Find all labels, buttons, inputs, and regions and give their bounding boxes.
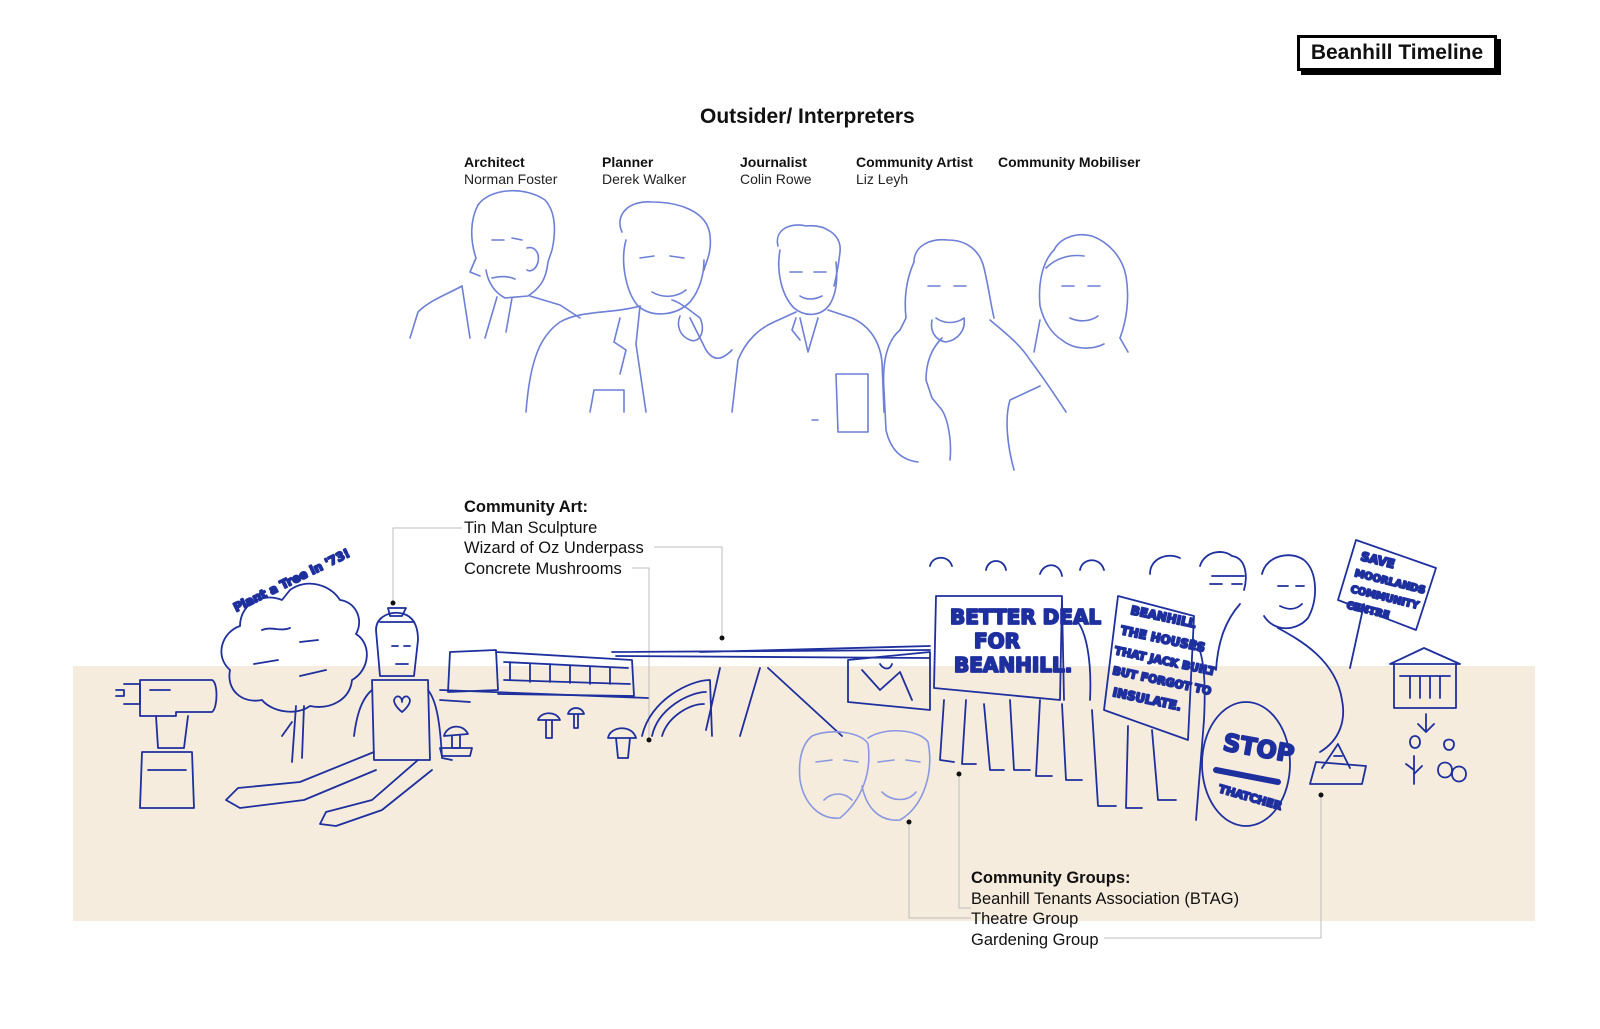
role-title: Community Artist	[856, 154, 973, 170]
role-person: Liz Leyh	[856, 171, 909, 187]
role-journalist: Journalist Colin Rowe	[740, 154, 812, 188]
portrait-planner	[525, 201, 733, 413]
sign-text: BETTER DEAL	[950, 605, 1101, 629]
sign-save	[1337, 539, 1437, 631]
sign-text: FOR	[974, 629, 1020, 653]
role-community-artist: Community Artist Liz Leyh	[856, 154, 973, 188]
role-title: Architect	[464, 154, 525, 170]
role-person: Norman Foster	[464, 171, 558, 187]
role-title: Planner	[602, 154, 654, 170]
concrete-mushrooms	[439, 707, 637, 759]
portrait-community-artist	[882, 238, 1067, 471]
role-planner: Planner Derek Walker	[602, 154, 686, 188]
portrait-community-mobiliser	[1033, 234, 1129, 353]
theatre-masks-icon	[798, 729, 931, 821]
tree-icon: Plant a Tree in '73!	[220, 545, 368, 763]
community-art-item: Concrete Mushrooms	[464, 559, 622, 578]
portrait-journalist	[731, 224, 885, 433]
role-person: Derek Walker	[602, 171, 687, 187]
community-art-title: Community Art:	[464, 498, 589, 516]
community-groups-item: Gardening Group	[971, 930, 1099, 949]
community-groups-item: Beanhill Tenants Association (BTAG)	[971, 889, 1240, 908]
drill-icon	[115, 679, 218, 809]
sign-text: BEANHILL.	[954, 653, 1072, 677]
community-art-item: Wizard of Oz Underpass	[464, 539, 644, 557]
role-person: Colin Rowe	[740, 171, 812, 187]
community-centre-icon	[1309, 647, 1467, 785]
timeline-badge: Beanhill Timeline	[1297, 35, 1497, 71]
role-architect: Architect Norman Foster	[464, 154, 557, 188]
community-groups-block: Community Groups: Beanhill Tenants Assoc…	[971, 868, 1239, 950]
role-community-mobiliser: Community Mobiliser	[998, 154, 1140, 171]
section-heading: Outsider/ Interpreters	[700, 105, 915, 128]
community-art-block: Community Art: Tin Man Sculpture Wizard …	[464, 497, 644, 579]
tin-man-sculpture	[225, 607, 453, 827]
role-title: Journalist	[740, 154, 807, 170]
sign-houses	[1103, 595, 1195, 741]
sign-better-deal	[933, 595, 1063, 701]
sign-stop	[1201, 701, 1291, 827]
role-title: Community Mobiliser	[998, 154, 1141, 170]
sign-text: THATCHER	[1217, 782, 1284, 813]
portrait-architect	[409, 189, 581, 339]
underpass-scene	[439, 645, 931, 737]
community-groups-item: Theatre Group	[971, 910, 1079, 928]
leader-lines	[390, 527, 1324, 939]
community-art-item: Tin Man Sculpture	[464, 518, 598, 537]
community-groups-title: Community Groups:	[971, 869, 1131, 887]
